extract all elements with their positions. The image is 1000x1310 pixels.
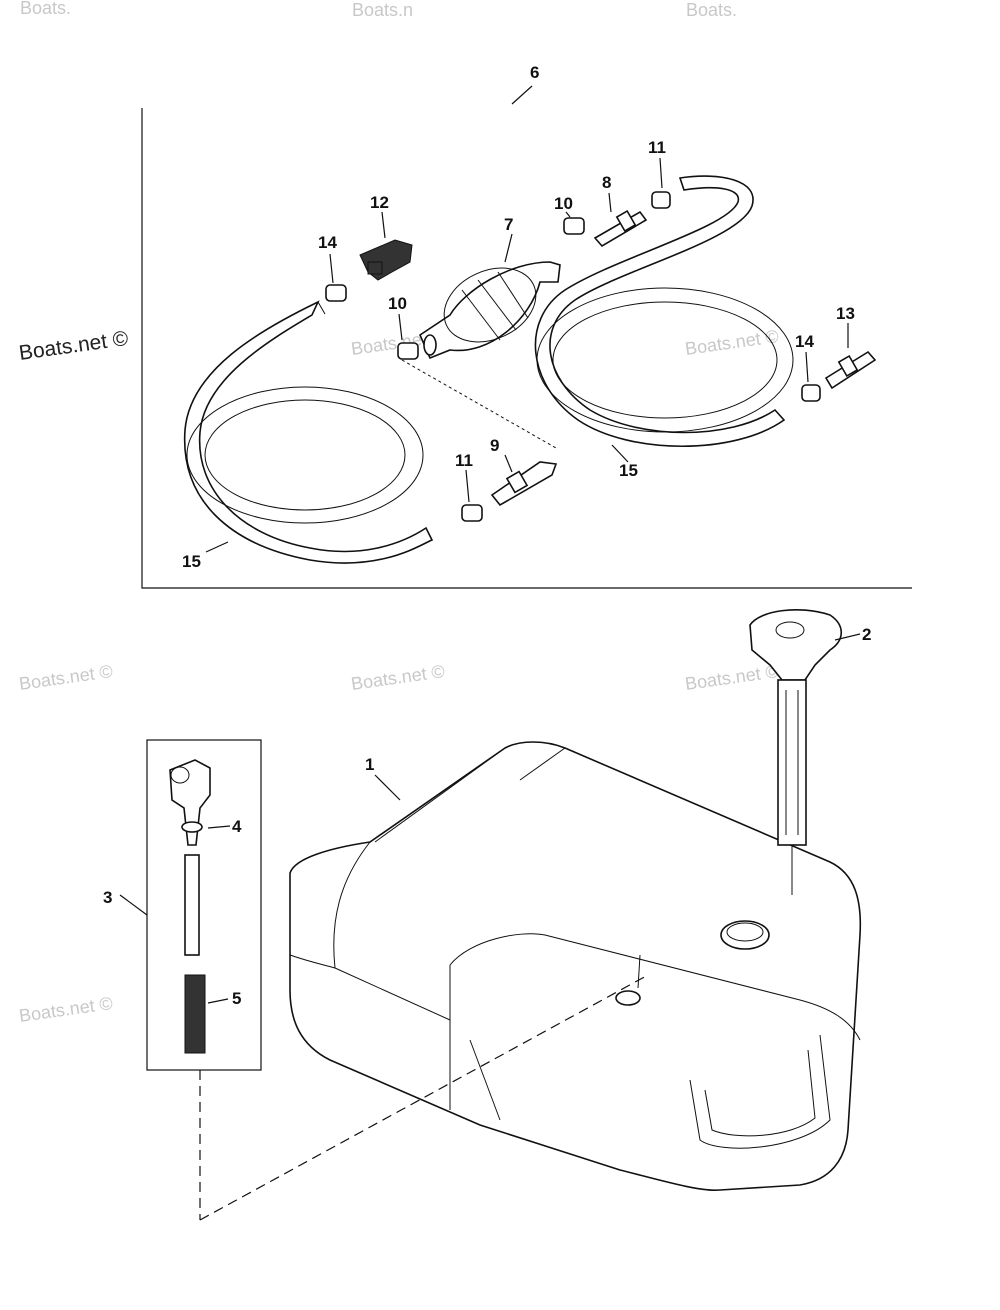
watermark: Boats.net ©: [684, 661, 780, 694]
watermark: Boats.net ©: [350, 661, 446, 694]
watermark: Boats.net ©: [18, 661, 114, 694]
clamp-10-left: [397, 342, 419, 360]
o-ring: [181, 821, 203, 833]
clamp-14-right: [801, 384, 821, 402]
callout-10-left: 10: [388, 294, 407, 313]
callout-15-left: 15: [182, 552, 201, 571]
fitting-9: [490, 461, 558, 507]
assembly-lines-lower: [199, 974, 649, 1221]
callout-8: 8: [602, 173, 611, 192]
assembly-line-upper: [401, 359, 557, 449]
leader-lines: [205, 157, 861, 1004]
callout-9: 9: [490, 436, 499, 455]
primer-bulb: [418, 261, 561, 360]
pickup-tube: [184, 854, 200, 956]
pickup-port: [615, 990, 641, 1006]
fuel-cap-port: [720, 920, 770, 950]
callout-14-left: 14: [318, 233, 337, 252]
watermark-fragment: Boats.n: [352, 0, 413, 20]
callout-2: 2: [862, 625, 871, 644]
callout-13: 13: [836, 304, 855, 323]
clamp-11-bottom: [461, 504, 483, 522]
callout-10-right: 10: [554, 194, 573, 213]
fuel-hose-right: [534, 175, 794, 448]
watermark: Boats.net ©: [684, 326, 780, 359]
fitting-13: [824, 350, 877, 390]
clamp-11-top: [651, 191, 671, 209]
watermark: Boats.net ©: [18, 993, 114, 1026]
callout-labels: 1 2 3 4 5 6 7 8 9 10 10 11 11 12 13 14 1…: [103, 63, 871, 1008]
callout-12: 12: [370, 193, 389, 212]
callout-15-right: 15: [619, 461, 638, 480]
callout-4: 4: [232, 817, 242, 836]
callout-14-right: 14: [795, 332, 814, 351]
clamp-14-left: [325, 284, 347, 302]
watermark-prominent: Boats.net ©: [17, 327, 130, 365]
callout-6: 6: [530, 63, 539, 82]
fitting-8: [593, 209, 648, 248]
callout-3: 3: [103, 888, 112, 907]
watermark-fragment: Boats.: [20, 0, 71, 18]
watermark-fragment: Boats.: [686, 0, 737, 20]
hose-clamps: [325, 191, 821, 522]
fuel-tank: [289, 741, 862, 1192]
clamp-10-right: [563, 217, 585, 235]
callout-1: 1: [365, 755, 374, 774]
fuel-hose-left: [183, 300, 434, 564]
pickup-assembly: [119, 739, 262, 1071]
fuel-gauge: [749, 609, 843, 895]
callout-7: 7: [504, 215, 513, 234]
callout-5: 5: [232, 989, 241, 1008]
tank-connector: [359, 239, 413, 281]
callout-11-bottom: 11: [455, 451, 473, 470]
pickup-filter: [184, 974, 206, 1054]
callout-11-top: 11: [648, 138, 666, 157]
fuel-line-kit-frame: [141, 85, 912, 589]
